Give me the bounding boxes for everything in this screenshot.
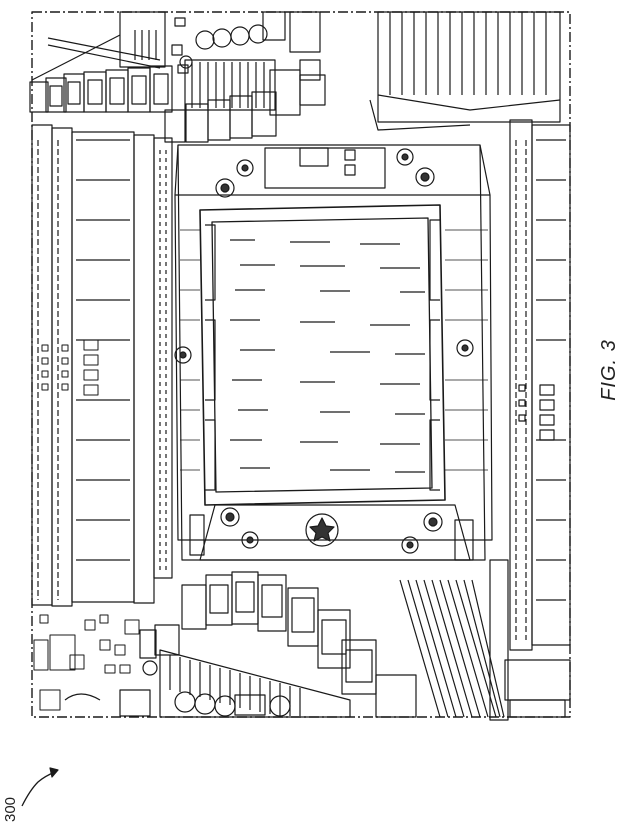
boundary-frame: [31, 11, 571, 718]
top-left-board-area: [31, 11, 189, 81]
right-dimm-bank: [509, 119, 571, 651]
bottom-vrm-inductors: [139, 571, 417, 718]
cpu-heat-spreader: [199, 204, 446, 506]
mounting-screws: [174, 148, 474, 554]
socket-side-rails: [180, 229, 488, 471]
top-inductor-row: [29, 65, 173, 113]
figure-label: FIG. 3: [598, 339, 620, 401]
leader-arrow: [21, 771, 56, 807]
top-right-heatsink: [369, 11, 561, 131]
left-dimm-chips: [41, 339, 99, 396]
bottom-right-cable: [399, 559, 571, 721]
arrow-head: [49, 767, 59, 778]
bottom-capacitors: [64, 660, 291, 717]
torx-load-screw: [189, 504, 474, 561]
bottom-left-components: [33, 614, 140, 711]
left-vrm-heatsink: [164, 59, 326, 143]
left-dimm-bank: [31, 124, 173, 607]
reference-numeral: 300: [2, 796, 19, 822]
bottom-heatsink: [159, 649, 351, 718]
cpu-socket-frame: [174, 144, 493, 561]
